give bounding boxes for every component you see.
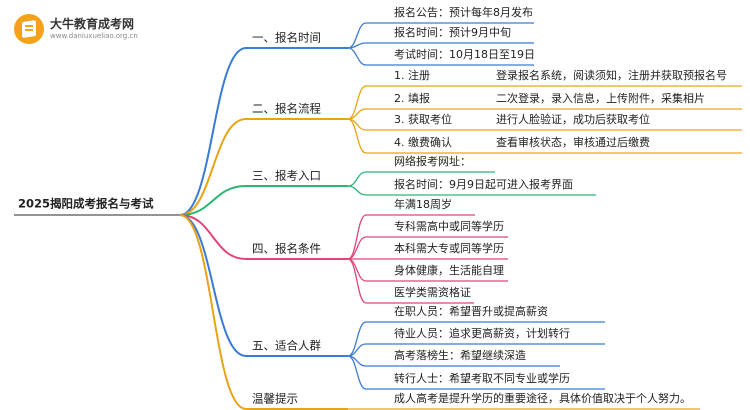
step-description: 二次登录，录入信息，上传附件，采集相片 [496, 91, 705, 105]
root-topic: 2025揭阳成考报名与考试 [18, 197, 154, 211]
leaf-item: 报名公告：预计每年8月发布 [394, 5, 533, 19]
branch-label-6: 温馨提示 [252, 392, 298, 406]
item-connector [347, 258, 367, 282]
leaf-item: 高考落榜生：希望继续深造 [394, 348, 526, 362]
leaf-item: 医学类需资格证 [394, 285, 471, 299]
site-logo: 大牛教育成考网 www.daniuxueliao.org.cn [14, 14, 138, 44]
leaf-item: 报名时间：预计9月中旬 [394, 25, 511, 39]
branch-connector [179, 214, 247, 260]
logo-url: www.daniuxueliao.org.cn [50, 32, 138, 40]
leaf-item: 待业人员：追求更高薪资，计划转行 [394, 326, 570, 340]
item-connector [347, 214, 367, 260]
step-description: 查看审核状态，审核通过后缴费 [496, 135, 650, 149]
branch-label-3: 三、报考入口 [252, 169, 321, 183]
branch-connector [179, 185, 247, 216]
step-label: 2. 填报 [394, 91, 430, 105]
item-connector [347, 258, 367, 304]
step-description: 登录报名系统，阅读须知，注册并获取预报名号 [496, 68, 727, 82]
step-label: 3. 获取考位 [394, 112, 452, 126]
item-connector [347, 42, 367, 49]
branch-label-4: 四、报名条件 [252, 242, 321, 256]
logo-text: 大牛教育成考网 www.daniuxueliao.org.cn [50, 17, 138, 41]
step-description: 进行人脸验证，成功后获取考位 [496, 112, 650, 126]
leaf-item: 年满18周岁 [394, 197, 452, 211]
book-graduation-icon [14, 14, 44, 44]
leaf-item: 本科需大专或同等学历 [394, 241, 504, 255]
step-label: 1. 注册 [394, 68, 430, 82]
branch-connector [179, 47, 247, 216]
item-connector [347, 47, 367, 66]
item-connector [347, 22, 367, 49]
leaf-item: 在职人员：希望晋升或提高薪资 [394, 304, 548, 318]
item-connector [347, 171, 367, 187]
leaf-item: 报名时间：9月9日起可进入报考界面 [394, 177, 573, 191]
leaf-item: 成人高考是提升学历的重要途径，具体价值取决于个人努力。 [394, 391, 691, 405]
branch-connector [179, 118, 247, 216]
item-connector [347, 236, 367, 260]
branch-label-1: 一、报名时间 [252, 31, 321, 45]
leaf-item: 专科需高中或同等学历 [394, 219, 504, 233]
item-connector [347, 85, 367, 120]
logo-title: 大牛教育成考网 [50, 17, 135, 31]
leaf-item: 转行人士：希望考取不同专业或学历 [394, 371, 570, 385]
leaf-item: 身体健康，生活能自理 [394, 263, 504, 277]
step-label: 4. 缴费确认 [394, 135, 452, 149]
branch-label-5: 五、适合人群 [252, 339, 321, 353]
item-connector [347, 355, 367, 390]
item-connector [347, 185, 367, 196]
branch-connector [179, 214, 247, 357]
item-connector [347, 118, 367, 154]
branch-label-2: 二、报名流程 [252, 102, 321, 116]
leaf-item: 网络报考网址： [394, 154, 471, 168]
branch-connector [179, 214, 247, 410]
leaf-item: 考试时间：10月18日至19日 [394, 48, 535, 61]
